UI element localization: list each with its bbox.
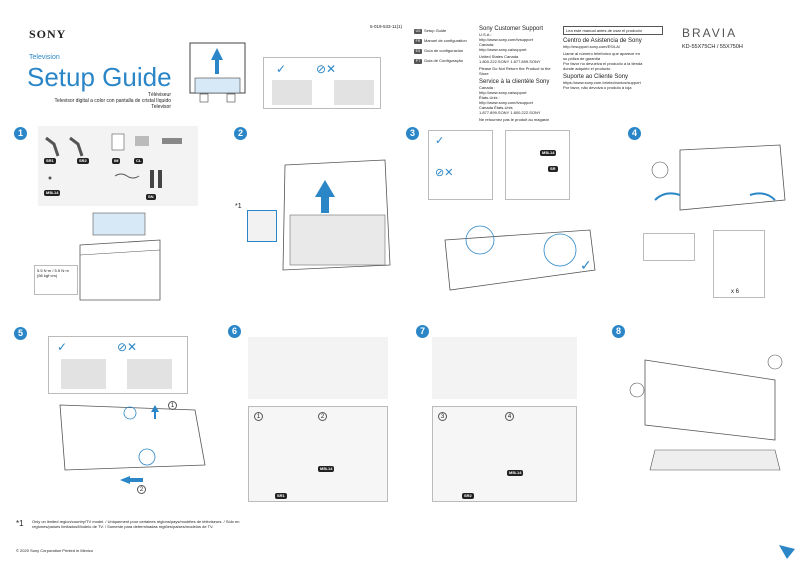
screw-torque-callout: 5.5 N·m / 5.5 N·m (56 kgf·cm) [34,265,78,295]
step-7-top-detail [432,337,577,399]
step-1-badge: 1 [14,127,27,140]
step-4-screw-detail [713,230,765,298]
part-tag-im: IM [112,158,121,164]
step-4-badge: 4 [628,127,641,140]
correct-incorrect-panel: ✓ ⊘✕ [263,57,381,109]
step-7-tag-sr2: SR2 [462,493,474,499]
step-5-correct-incorrect: ✓ ⊘✕ [48,336,188,394]
check-icon: ✓ [276,62,287,76]
step-6-badge: 6 [228,325,241,338]
prohibited-icon: ⊘✕ [117,340,138,354]
check-icon: ✓ [57,340,68,354]
subtitle-es: Televisor digital a color con pantalla d… [54,98,171,104]
subtitle-fr: Téléviseur [147,92,171,98]
model-numbers: KD-55X75CH / 55X750H [682,44,743,50]
part-tag-cl: CL [134,158,144,164]
step-7-badge: 7 [416,325,429,338]
step-6-tag-sr1: SR1 [275,493,287,499]
step-3-stand-detail [505,130,570,200]
step-6-bottom-detail [248,406,388,502]
part-tag-sr2: SR2 [77,158,89,164]
bravia-logo: BRAVIA [682,26,738,40]
doc-code: 5-019-533-11(1) [370,24,403,29]
step-5-label-1: 1 [168,401,177,410]
step-2-badge: 2 [234,127,247,140]
step-5-badge: 5 [14,327,27,340]
tv-stand-lift-illustration [59,404,206,484]
brand-logo: SONY [29,27,67,41]
footnote-mark: *1 [16,519,24,528]
check-icon: ✓ [435,135,445,147]
step-6-tag-m5l14: M5L14 [318,466,335,472]
step-6-label-2: 2 [318,412,327,421]
step-4-count: x 6 [731,289,740,295]
step-3-tag-sr: SR [548,166,558,172]
unboxing-illustration [189,42,246,103]
step-7-tag-m5l14: M5L14 [507,470,524,476]
svg-text:✓: ✓ [580,258,592,274]
prohibited-icon: ⊘✕ [316,62,337,76]
step-2-asterisk: *1 [235,203,242,210]
support-info-en-fr: Sony Customer Support U.S.A.: http://www… [479,26,551,122]
step-4-caution-detail [643,233,695,261]
parts-illustration [45,133,182,188]
subtitle-pt: Televisor [151,104,171,110]
step-5-label-2: 2 [137,485,146,494]
recycle-icon [779,545,795,559]
step-6-label-1: 1 [254,412,263,421]
footnote-text: Only on limited region/country/TV model.… [32,519,240,529]
copyright: © 2020 Sony Corporation Printed in Mexic… [16,548,93,553]
step-3-correct-incorrect: ✓ ⊘✕ [428,130,493,200]
box-lift-illustration [282,159,391,271]
support-info-es-pt: Lea este manual antes de usar el product… [563,26,663,90]
step-7-label-3: 3 [438,412,447,421]
step-6-top-detail [248,337,388,399]
step-2-detail [247,210,277,242]
category-label: Television [29,54,60,61]
part-tag-sr1: SR1 [44,158,56,164]
tv-flip-illustration [651,144,786,211]
page-title: Setup Guide [27,62,172,92]
step-7-bottom-detail [432,406,577,502]
step-3-badge: 3 [406,127,419,140]
part-tag-m5l14: M5L14 [44,190,61,196]
part-tag-sn: SN [146,194,156,200]
step-7-label-4: 4 [505,412,514,421]
step-3-tag-m5l14: M5L14 [540,150,557,156]
tv-on-box-illustration [79,212,161,301]
stand-attach-illustration: ✓ [444,225,596,291]
step-8-badge: 8 [612,325,625,338]
tv-upright-illustration [629,354,783,471]
prohibited-icon: ⊘✕ [435,167,454,179]
